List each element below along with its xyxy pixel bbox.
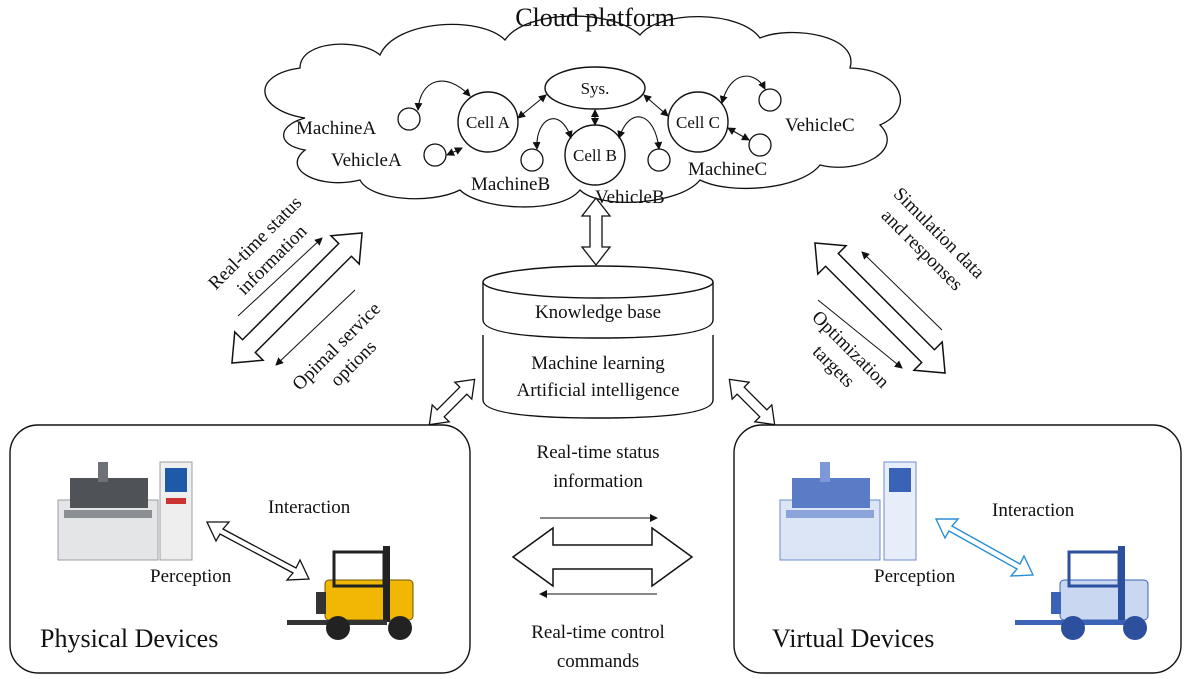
virtual-forklift-image <box>1015 546 1149 640</box>
machine-c-node <box>748 133 772 157</box>
database-virtual-arrow <box>728 378 776 426</box>
virtual-devices-panel: Interaction Perception Virtual Devices <box>733 424 1182 674</box>
vehicle-c-label: VehicleC <box>785 115 855 136</box>
cell-a-label: Cell A <box>466 113 511 132</box>
middle-top-line2: information <box>553 471 643 492</box>
virtual-perception-label: Perception <box>874 566 956 587</box>
cloud-title: Cloud platform <box>515 3 675 32</box>
vehicle-b-label: VehicleB <box>595 187 665 208</box>
vehicle-b-node <box>647 148 671 172</box>
left-hollow-arrow <box>231 232 363 364</box>
virtual-devices-title: Virtual Devices <box>772 624 934 653</box>
right-up-thin-arrow <box>861 251 943 331</box>
database-top-label: Knowledge base <box>535 302 661 323</box>
database-line1: Machine learning <box>531 353 665 374</box>
physical-machine-image <box>57 461 193 561</box>
vehicle-a-label: VehicleA <box>331 150 402 171</box>
database-top <box>482 265 714 299</box>
middle-hollow-arrow <box>511 526 694 588</box>
physical-perception-label: Perception <box>150 566 232 587</box>
machine-b-node <box>520 148 544 172</box>
physical-devices-panel: Interaction Perception Physical Devices <box>9 424 471 674</box>
right-hollow-arrow <box>814 242 946 374</box>
middle-link: Real-time status information Real-time c… <box>511 442 694 672</box>
physical-forklift-image <box>287 546 414 640</box>
left-down-thin-arrow <box>275 289 356 366</box>
cell-c-label: Cell C <box>676 113 720 132</box>
cloud-database-arrow <box>580 196 612 267</box>
machine-b-label: MachineB <box>471 174 550 195</box>
machine-a-label: MachineA <box>296 118 376 139</box>
virtual-interaction-label: Interaction <box>992 500 1075 521</box>
database-body-lower <box>482 335 714 419</box>
right-down-thin-arrow <box>817 299 903 369</box>
cell-b-label: Cell B <box>573 146 617 165</box>
cloud-shape <box>264 15 901 208</box>
middle-bottom-line1: Real-time control <box>531 622 664 643</box>
cloud-platform: Cloud platform Sys. Cell A Cell B Cell C <box>264 3 901 208</box>
left-up-thin-arrow <box>237 237 323 317</box>
middle-bottom-line2: commands <box>557 651 639 672</box>
knowledge-database: Knowledge base Machine learning Artifici… <box>482 265 714 419</box>
vehicle-c-node <box>758 88 782 112</box>
middle-top-line1: Real-time status <box>537 442 660 463</box>
physical-devices-title: Physical Devices <box>40 624 218 653</box>
left-link: Real-time status information Opimal serv… <box>204 192 385 395</box>
virtual-interaction-arrow <box>934 518 1035 577</box>
database-line2: Artificial intelligence <box>516 380 679 401</box>
cloud-links <box>414 75 766 156</box>
physical-interaction-label: Interaction <box>268 497 351 518</box>
machine-c-label: MachineC <box>688 159 767 180</box>
physical-interaction-arrow <box>205 521 311 581</box>
vehicle-a-node <box>423 143 447 167</box>
cell-a-node <box>457 91 519 153</box>
machine-a-node <box>397 107 421 131</box>
database-physical-arrow <box>428 378 476 426</box>
sys-label: Sys. <box>581 79 610 98</box>
cell-c-node <box>667 91 729 153</box>
virtual-machine-image <box>779 461 917 561</box>
right-link: Simulation data and responses Optimizati… <box>807 184 988 393</box>
